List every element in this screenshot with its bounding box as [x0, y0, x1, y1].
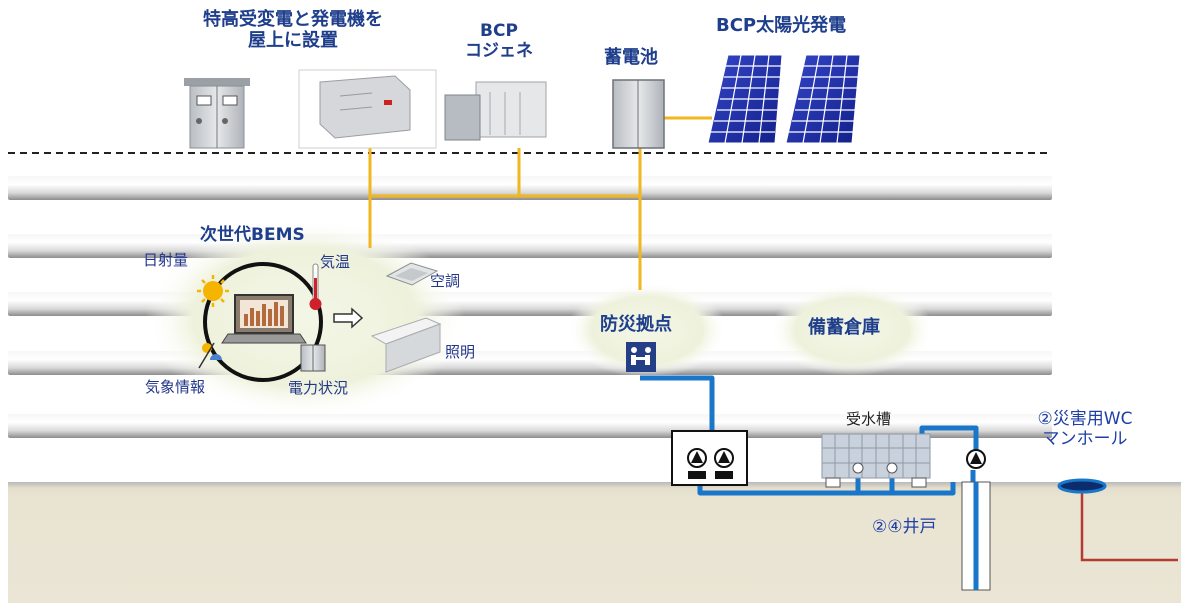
thermometer-icon [309, 263, 322, 310]
ceiling-light-icon [370, 317, 442, 373]
bcp-solar-label: BCP太陽光発電 [716, 15, 847, 36]
solar-radiation-label: 日射量 [143, 251, 189, 269]
air-conditioning-label: 空調 [430, 272, 461, 290]
lighting-label: 照明 [445, 343, 476, 361]
manhole-icon [1057, 478, 1107, 494]
disaster-base-label: 防災拠点 [600, 314, 672, 335]
laptop-icon [221, 294, 307, 344]
temperature-label: 気温 [320, 253, 351, 271]
generator-photo [298, 69, 437, 149]
water-tank-icon [821, 433, 931, 488]
weather-icon [198, 342, 222, 369]
battery-label: 蓄電池 [604, 47, 658, 68]
pump-unit-icon [671, 430, 748, 486]
well-pump-icon [961, 449, 991, 591]
disaster-base-glow [567, 282, 727, 378]
substation-cabinet-icon [184, 78, 250, 149]
solar-panels-icon [707, 54, 861, 144]
water-tank-label: 受水槽 [846, 410, 892, 428]
weather-info-label: 気象情報 [145, 378, 206, 396]
floor-slab [8, 234, 1052, 258]
storage-glow [770, 284, 934, 376]
well-label: ②④井戸 [872, 517, 937, 537]
power-meter-icon [300, 344, 326, 372]
battery-icon [612, 79, 665, 149]
cogeneration-photo [441, 70, 553, 148]
air-conditioner-icon [385, 262, 439, 286]
power-status-label: 電力状況 [288, 379, 349, 397]
sun-icon [197, 275, 229, 307]
bems-label: 次世代BEMS [200, 225, 305, 245]
storage-warehouse-label: 備蓄倉庫 [808, 317, 880, 338]
sewer-pipe [1080, 490, 1178, 562]
power-lines [368, 116, 712, 290]
bems-cycle-ring [203, 262, 323, 382]
substation-label: 特高受変電と発電機を屋上に設置 [203, 9, 383, 51]
ground-surface [8, 482, 1181, 488]
water-supply-sign-icon [626, 342, 656, 372]
arrow-right-icon [333, 307, 364, 329]
